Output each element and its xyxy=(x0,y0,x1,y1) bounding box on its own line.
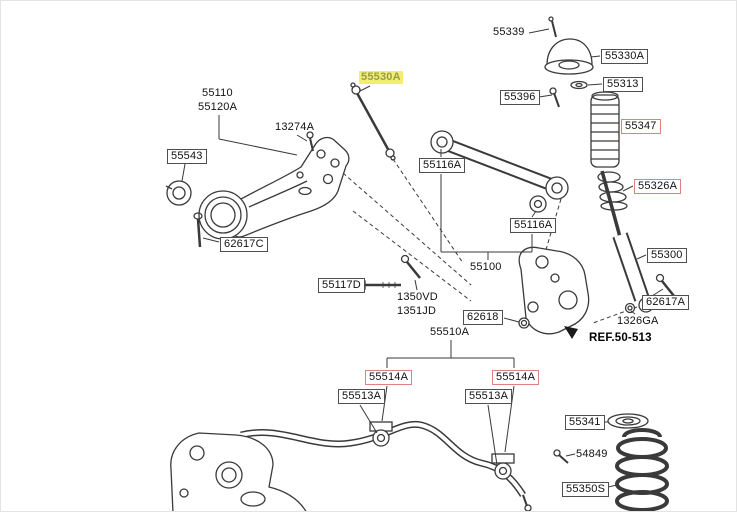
part-label-62618: 62618 xyxy=(463,310,503,325)
part-label-55116a-2: 55116A xyxy=(510,218,557,233)
bushing-55543-part xyxy=(165,180,192,206)
coil-spring-part xyxy=(615,428,669,511)
subframe-part xyxy=(170,432,307,511)
ref-label-50-513: REF.50-513 xyxy=(589,332,652,344)
leader-lines xyxy=(181,28,664,490)
part-label-1351jd: 1351JD xyxy=(397,305,437,317)
stabilizer-bar-part xyxy=(240,420,532,511)
part-label-55117d: 55117D xyxy=(318,278,365,293)
part-label-13274a: 13274A xyxy=(275,121,315,133)
part-label-62617c: 62617C xyxy=(220,237,268,252)
bolt-1350vd-part xyxy=(400,254,421,279)
spring-pad-part xyxy=(607,413,649,429)
part-label-55313: 55313 xyxy=(603,77,643,92)
upper-arm-part xyxy=(430,130,569,200)
dashed-guides xyxy=(342,158,638,324)
part-label-55350s: 55350S xyxy=(562,482,610,497)
bump-stop-part xyxy=(597,171,628,211)
part-label-55339: 55339 xyxy=(493,26,525,38)
part-label-55347: 55347 xyxy=(621,119,661,134)
part-label-55396: 55396 xyxy=(500,90,540,105)
bolt-13274a-part xyxy=(306,131,314,152)
strut-mount-parts xyxy=(544,16,594,108)
stabilizer-link-part xyxy=(350,82,396,161)
part-label-62617a: 62617A xyxy=(642,295,690,310)
bolt-62617a-part xyxy=(624,273,675,314)
part-label-55120a: 55120A xyxy=(198,101,238,113)
bolt-54849-part xyxy=(553,449,569,464)
part-label-55514a-1: 55514A xyxy=(365,370,413,385)
part-label-55513a-2: 55513A xyxy=(465,389,513,404)
part-label-55530a-highlighted: 55530A xyxy=(359,71,403,84)
part-label-55100: 55100 xyxy=(470,261,502,273)
part-label-55543: 55543 xyxy=(167,149,207,164)
part-label-1350vd: 1350VD xyxy=(397,291,438,303)
part-label-54849: 54849 xyxy=(576,448,608,460)
ref-arrow-icon xyxy=(564,326,578,339)
knuckle-part xyxy=(518,246,590,335)
stab-bracket-left-part xyxy=(369,421,393,447)
bellows-part xyxy=(590,91,620,168)
nut-62618-part xyxy=(518,317,530,329)
part-label-55110: 55110 xyxy=(202,87,233,99)
part-label-55341: 55341 xyxy=(565,415,605,430)
part-label-55514a-2: 55514A xyxy=(492,370,540,385)
bolt-55117d-part xyxy=(358,280,401,290)
part-label-55326a: 55326A xyxy=(634,179,682,194)
bolt-62617c-part xyxy=(193,212,203,248)
part-label-55513a-1: 55513A xyxy=(338,389,386,404)
part-label-1326ga: 1326GA xyxy=(617,315,659,327)
part-label-55330a: 55330A xyxy=(601,49,649,64)
bushing-55116a-part xyxy=(529,195,547,213)
part-label-55300: 55300 xyxy=(647,248,687,263)
part-label-55510a: 55510A xyxy=(430,326,470,338)
stab-bracket-right-part xyxy=(491,453,515,480)
part-label-55116a-1: 55116A xyxy=(419,158,466,173)
trailing-arm-part xyxy=(198,136,350,240)
